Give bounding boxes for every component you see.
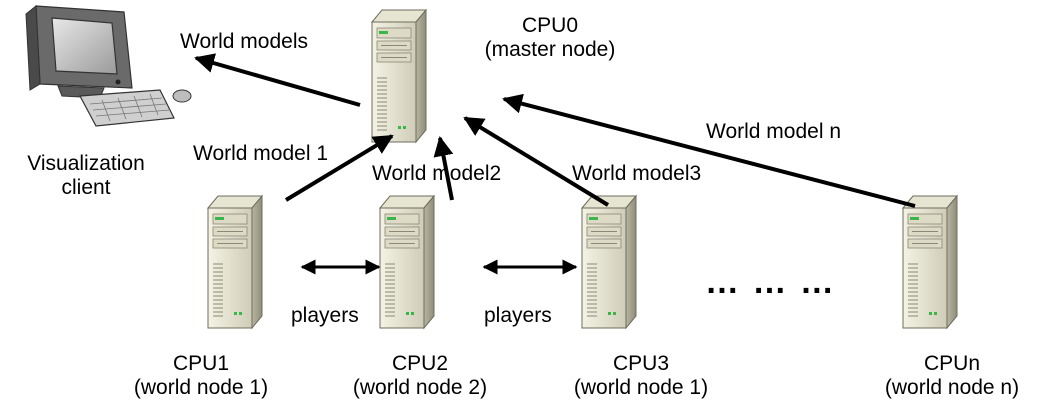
cpu1-role: (world node 1) [133,376,269,399]
client-label-line2: client [61,176,111,199]
arrow-world-models [194,53,361,107]
cpun-role: (world node n) [884,376,1020,399]
cpu2-role: (world node 2) [352,376,488,399]
arrow-world-model-2 [433,136,454,201]
server-cpu1-icon [207,195,263,329]
cpu3-label: CPU3 (world node 1) [551,352,731,400]
arrow-world-model-1 [284,134,394,202]
edge-label-world-model-1: World model 1 [193,142,329,165]
cpun-label: CPUn (world node n) [862,352,1042,400]
server-cpun-icon [902,195,958,329]
cpu3-role: (world node 1) [573,376,709,399]
master-node-name: CPU0 [521,14,579,37]
cpu2-name: CPU2 [391,352,449,375]
computer-icon [25,5,192,127]
edge-label-world-model-2: World model2 [372,162,502,185]
master-node-label: CPU0 (master node) [450,14,650,62]
arrow-world-model-n [502,93,916,208]
cpu1-name: CPU1 [172,352,230,375]
server-master-icon [371,9,427,143]
edge-label-world-models: World models [180,30,308,53]
edge-label-players-a: players [291,304,359,327]
server-cpu3-icon [581,195,637,329]
cpu3-name: CPU3 [612,352,670,375]
edge-label-world-model-3: World model3 [572,162,702,185]
arrow-world-model-3 [463,116,610,207]
master-node-role: (master node) [484,38,616,61]
client-label-line1: Visualization [27,152,145,175]
cpun-name: CPUn [923,352,981,375]
edge-label-world-model-n: World model n [706,120,842,143]
client-label: Visualization client [0,152,172,200]
edge-label-players-b: players [484,304,552,327]
cpu1-label: CPU1 (world node 1) [111,352,291,400]
cpu2-label: CPU2 (world node 2) [330,352,510,400]
ellipsis: … … … [705,263,836,301]
server-cpu2-icon [379,195,435,329]
